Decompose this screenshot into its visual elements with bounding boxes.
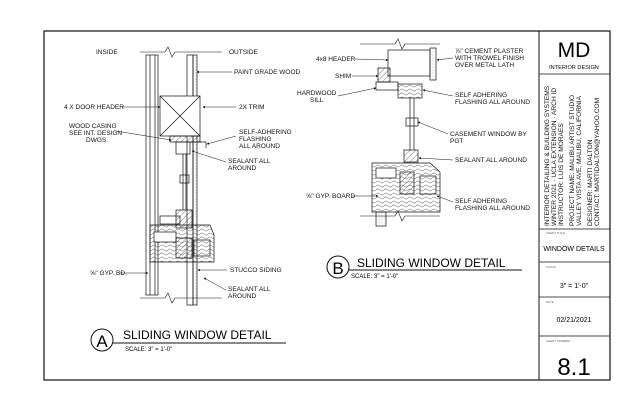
label-sealant-b-1: SEALANT ALL bbox=[228, 286, 271, 293]
detail-b-drawing bbox=[360, 38, 441, 227]
course-line-1: INTERIOR DETAILING & BUILDING SYSTEMS bbox=[544, 85, 551, 226]
detail-a-bubble bbox=[90, 328, 114, 352]
label-sealant-b-2: AROUND bbox=[228, 293, 256, 300]
label-cement-1: ⅞" CEMENT PLASTER bbox=[455, 48, 524, 55]
project-line-2: VALLEY VISTA AVE, MALIBU, CALIFORNIA bbox=[576, 95, 583, 226]
date-value: 02/21/2021 bbox=[556, 317, 591, 324]
label-stucco-siding: STUCCO SIDING bbox=[230, 267, 282, 274]
logo: MD bbox=[558, 39, 591, 62]
sheet-title-label: SHEET TITLE bbox=[546, 231, 565, 235]
label-sealant-b: SEALANT ALL AROUND bbox=[455, 157, 527, 164]
title-block: MD INTERIOR DESIGN INTERIOR DETAILING & … bbox=[539, 39, 610, 381]
detail-a-labels: INSIDE OUTSIDE PAINT GRADE WOOD 4 X DOOR… bbox=[64, 49, 301, 300]
label-self-adhering-3: ALL AROUND bbox=[239, 143, 280, 150]
label-cement-2: WITH TROWEL FINISH bbox=[455, 55, 524, 62]
detail-b-scale: SCALE: 3" = 1'-0" bbox=[351, 274, 398, 280]
course-line-2: WINTER 2021 · UCLA EXTENSION · ARCH ID bbox=[551, 88, 558, 226]
designer-line-2: CONTACT: MARTIDALTON@YAHOO.COM bbox=[594, 98, 601, 226]
detail-a-title: A SLIDING WINDOW DETAIL SCALE: 3" = 1'-0… bbox=[90, 328, 286, 353]
label-casement-2: PGT bbox=[450, 138, 463, 145]
scale-label: SCALE bbox=[546, 265, 556, 269]
date-label: DATE bbox=[546, 300, 554, 304]
firm-name: INTERIOR DESIGN bbox=[549, 65, 599, 71]
designer-line-1: DESIGNER: MARTI DALTON bbox=[587, 139, 594, 226]
label-gyp-bd: ⅝" GYP. BD. bbox=[90, 270, 127, 277]
detail-a-drawing bbox=[140, 46, 222, 306]
label-wood-casing-3: DWGS. bbox=[86, 137, 108, 144]
detail-b-title: B SLIDING WINDOW DETAIL SCALE: 3" = 1'-0… bbox=[326, 255, 522, 280]
project-line-1: PROJECT NAME: MALIBU ARTIST STUDIO bbox=[569, 95, 576, 226]
label-self-adhering-c-1: SELF ADHERING bbox=[455, 198, 507, 205]
label-inside: INSIDE bbox=[96, 49, 118, 56]
label-cement-3: OVER METAL LATH bbox=[455, 62, 514, 69]
detail-b-labels: 4x8 HEADER SHIM HARDWOOD SILL ⅞" CEMENT … bbox=[297, 48, 530, 212]
label-door-header: 4 X DOOR HEADER bbox=[64, 104, 124, 111]
course-line-3: INSTRUCTOR: LUIS DE MORAES bbox=[558, 123, 565, 226]
label-self-adhering-2: FLASHING bbox=[239, 136, 272, 143]
detail-a-scale: SCALE: 3" = 1'-0" bbox=[125, 347, 172, 353]
sheet-number: 8.1 bbox=[557, 354, 590, 381]
label-shim: SHIM bbox=[335, 73, 351, 80]
label-paint-grade-wood: PAINT GRADE WOOD bbox=[234, 69, 301, 76]
detail-a-letter: A bbox=[96, 332, 108, 351]
label-self-adhering-b-1: SELF ADHERING bbox=[455, 92, 507, 99]
detail-b-bubble bbox=[326, 255, 350, 279]
sheet-border bbox=[43, 30, 611, 381]
label-self-adhering-b-2: FLASHING ALL AROUND bbox=[455, 99, 530, 106]
sheet-title: WINDOW DETAILS bbox=[543, 246, 605, 253]
label-outside: OUTSIDE bbox=[229, 49, 259, 56]
label-4x8-header: 4x8 HEADER bbox=[316, 56, 356, 63]
label-hardwood-1: HARDWOOD bbox=[297, 90, 337, 97]
label-2x-trim: 2X TRIM bbox=[239, 104, 265, 111]
scale-value: 3" = 1'-0" bbox=[560, 283, 589, 290]
label-hardwood-2: SILL bbox=[310, 97, 324, 104]
label-gyp-board: ⅝" GYP. BOARD bbox=[306, 193, 355, 200]
detail-b-title-text: SLIDING WINDOW DETAIL bbox=[357, 256, 506, 270]
label-self-adhering-1: SELF-ADHERING bbox=[239, 129, 292, 136]
label-self-adhering-c-2: FLASHING ALL AROUND bbox=[455, 205, 530, 212]
label-casement-1: CASEMENT WINDOW BY bbox=[450, 131, 527, 138]
label-sealant-1: SEALANT ALL bbox=[228, 158, 271, 165]
detail-b-letter: B bbox=[332, 259, 343, 278]
label-wood-casing-2: SEE INT. DESIGN bbox=[69, 130, 122, 137]
detail-a-title-text: SLIDING WINDOW DETAIL bbox=[123, 328, 272, 342]
label-sealant-2: AROUND bbox=[228, 165, 256, 172]
sheet-number-label: SHEET NUMBER bbox=[546, 339, 571, 343]
label-wood-casing-1: WOOD CASING bbox=[69, 123, 117, 130]
